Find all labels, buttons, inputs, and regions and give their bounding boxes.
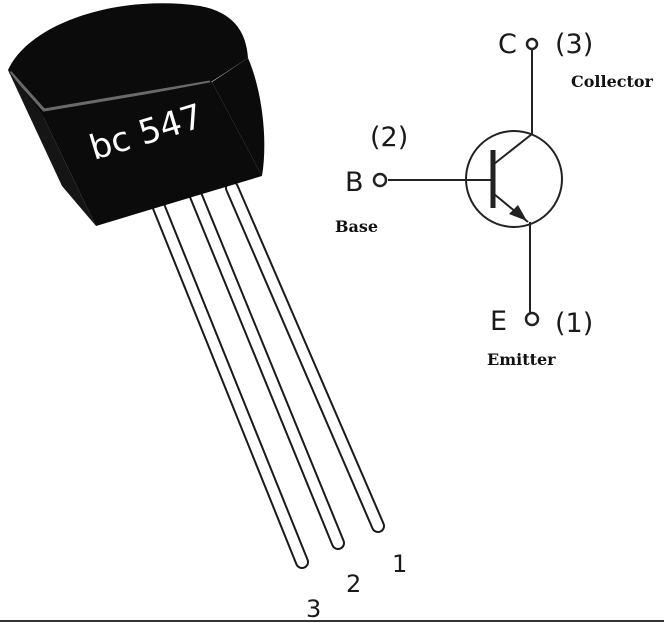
base-pin-number: (2)	[370, 122, 408, 153]
collector-letter: C	[498, 29, 517, 60]
transistor-body-ridge	[8, 70, 211, 112]
lead-2-fill	[191, 191, 343, 548]
pin-number-3: 3	[306, 595, 321, 623]
collector-leg	[493, 133, 533, 165]
base-name: Base	[335, 217, 378, 236]
pin-number-2: 2	[346, 570, 361, 598]
transistor-body-side	[8, 70, 96, 226]
transistor-leads	[149, 181, 385, 569]
transistor-body-top	[8, 3, 248, 118]
lead-3-fill	[151, 195, 307, 567]
emitter-arrow-icon	[509, 205, 527, 221]
emitter-name: Emitter	[487, 350, 556, 369]
emitter-terminal	[524, 311, 540, 327]
collector-name: Collector	[571, 72, 654, 91]
transistor-body-face	[42, 82, 262, 226]
base-terminal	[372, 172, 388, 188]
pin-number-1: 1	[392, 550, 407, 578]
npn-transistor-symbol	[372, 37, 563, 327]
emitter-pin-number: (1)	[555, 308, 593, 339]
collector-terminal	[525, 37, 539, 51]
lead-1-fill	[227, 183, 383, 531]
emitter-letter: E	[490, 306, 507, 337]
collector-pin-number: (3)	[555, 29, 593, 60]
base-letter: B	[345, 167, 364, 198]
transistor-body-right	[212, 58, 265, 176]
transistor-package: bc 547	[8, 3, 385, 569]
